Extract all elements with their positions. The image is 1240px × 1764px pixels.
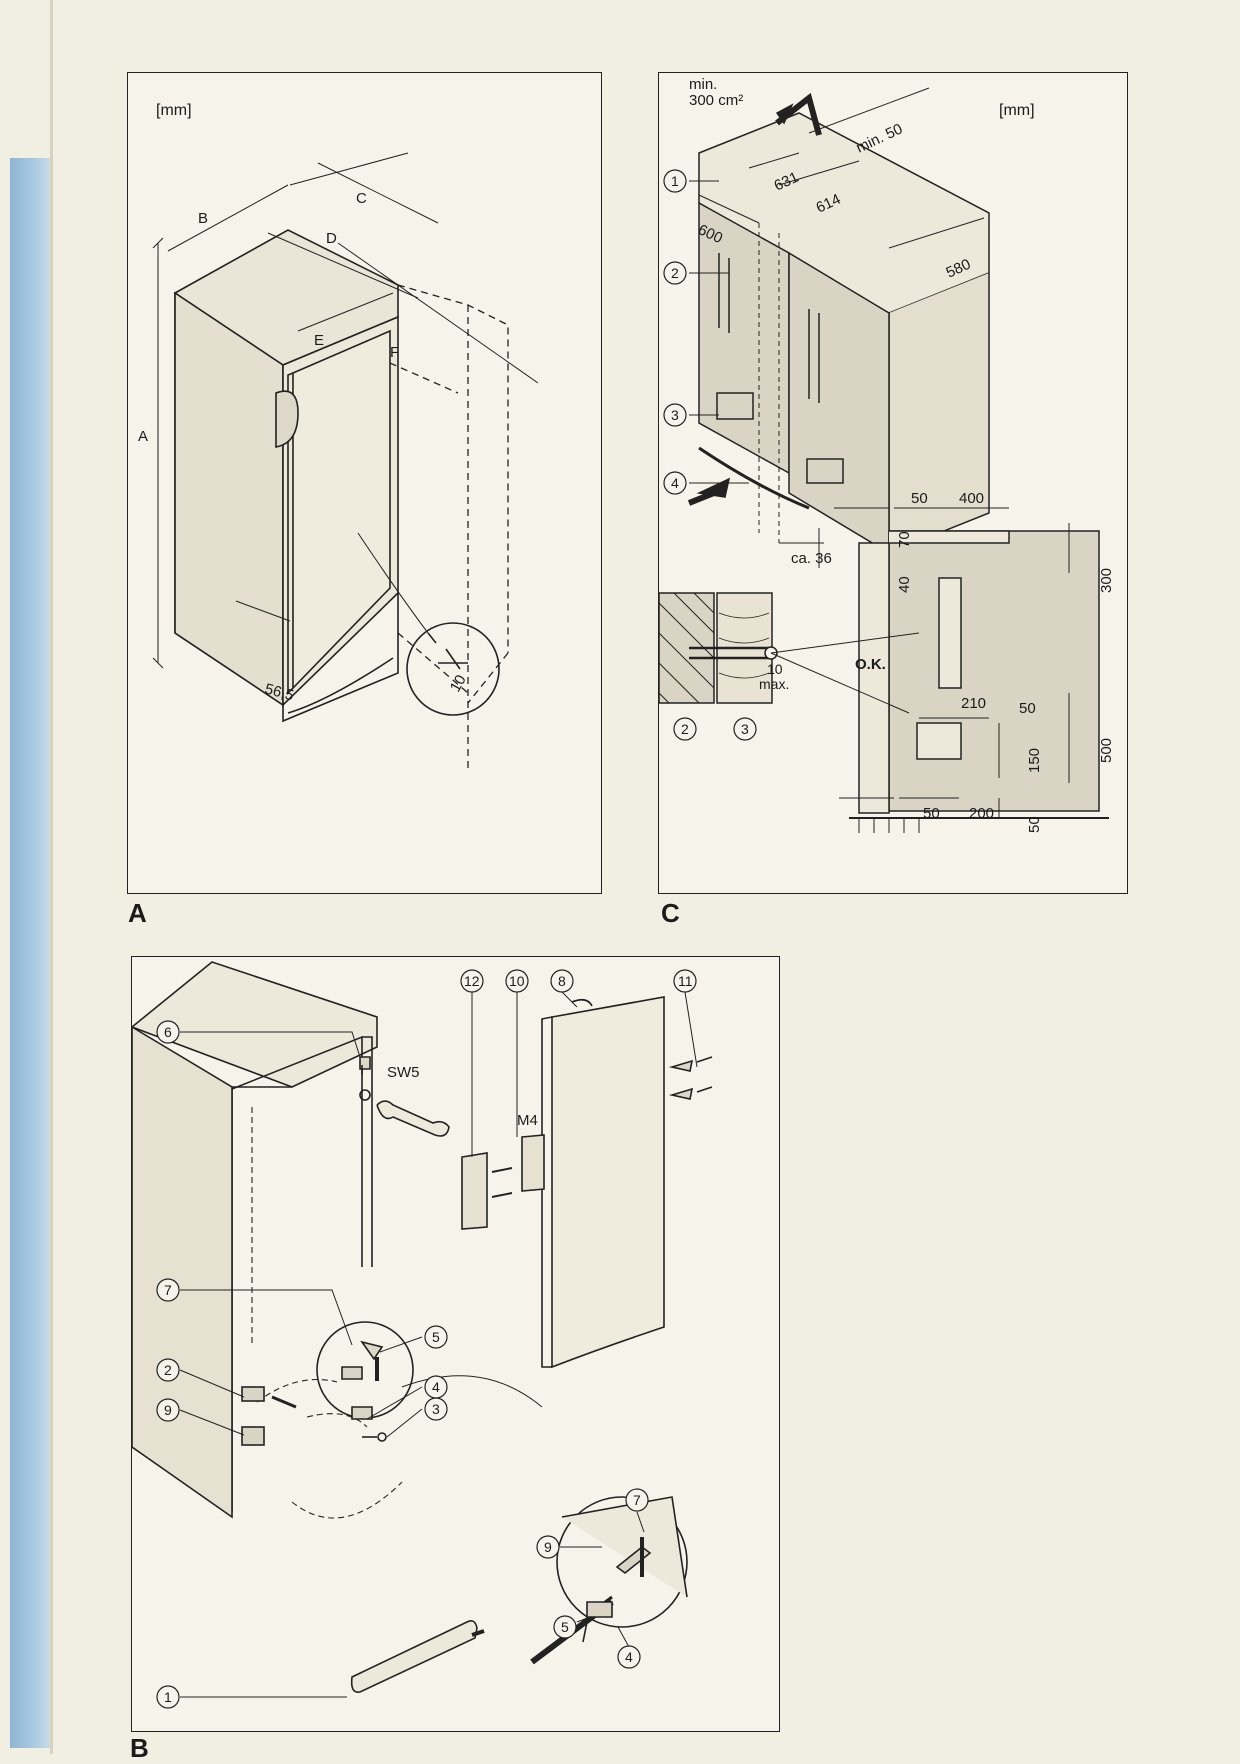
detail-10: 10	[767, 661, 783, 677]
callout-b-7: 7	[164, 1282, 172, 1298]
binding-strip	[10, 158, 50, 1748]
callout-c-4: 4	[671, 475, 679, 491]
elev-210: 210	[961, 695, 986, 712]
detail-callout-3: 3	[741, 721, 749, 737]
callout-b-detail-4: 4	[625, 1649, 633, 1665]
panel-c: 1 2 3 4 2 3 min. 300 cm² [mm] min. 50 63…	[658, 72, 1128, 894]
panel-a-drawing: [mm] A B C D E F 56,5 10	[138, 102, 539, 773]
callout-b-9: 9	[164, 1402, 172, 1418]
detail-callout-2: 2	[681, 721, 689, 737]
binding-edge	[50, 0, 53, 1754]
dim-56-5: 56,5	[263, 680, 296, 704]
callout-b-detail-5: 5	[561, 1619, 569, 1635]
dim-d: D	[326, 230, 337, 247]
callout-b-8: 8	[558, 973, 566, 989]
elev-150: 150	[1026, 748, 1043, 773]
panel-b-drawing: 6 7 2 9 1 5 4 3 12 10 8 11 9 7 5 4 SW5 M…	[132, 961, 713, 1709]
dim-c: C	[356, 190, 367, 207]
dim-min-50: min. 50	[854, 120, 906, 156]
dim-f: F	[390, 344, 399, 361]
panel-a: [mm] A B C D E F 56,5 10	[127, 72, 602, 894]
dim-ca-36: ca. 36	[791, 550, 832, 567]
elev-70: 70	[896, 531, 913, 548]
callout-b-11: 11	[678, 973, 693, 989]
dim-e: E	[314, 332, 324, 349]
elev-500: 500	[1098, 738, 1115, 763]
vent-area: 300 cm²	[689, 92, 743, 109]
detail-max: max.	[759, 676, 789, 692]
panel-c-drawing: 1 2 3 4 2 3 min. 300 cm² [mm] min. 50 63…	[659, 76, 1115, 833]
callout-b-1: 1	[164, 1689, 172, 1705]
callout-b-3: 3	[432, 1401, 440, 1417]
panel-b: 6 7 2 9 1 5 4 3 12 10 8 11 9 7 5 4 SW5 M…	[131, 956, 780, 1732]
panel-a-unit: [mm]	[156, 102, 192, 119]
elev-200: 200	[969, 805, 994, 822]
label-sw5: SW5	[387, 1064, 420, 1081]
elev-50-bottom: 50	[923, 805, 940, 822]
callout-b-4: 4	[432, 1379, 440, 1395]
callout-c-2: 2	[671, 265, 679, 281]
panel-c-letter: C	[661, 898, 680, 928]
vent-min: min.	[689, 76, 717, 93]
dim-b: B	[198, 210, 208, 227]
callout-b-detail-9: 9	[544, 1539, 552, 1555]
callout-b-detail-7: 7	[633, 1492, 641, 1508]
callout-c-3: 3	[671, 407, 679, 423]
dim-a: A	[138, 428, 148, 445]
dim-10: 10	[447, 672, 470, 695]
detail-ok-label: O.K.	[855, 656, 886, 673]
callout-b-2: 2	[164, 1362, 172, 1378]
callout-b-12: 12	[464, 973, 480, 989]
callout-b-10: 10	[509, 973, 525, 989]
elev-50-right: 50	[1026, 816, 1043, 833]
label-m4: M4	[517, 1112, 538, 1129]
panel-a-letter: A	[128, 898, 147, 928]
callout-c-1: 1	[671, 173, 679, 189]
elev-50-top: 50	[911, 490, 928, 507]
elev-50-mid: 50	[1019, 700, 1036, 717]
panel-b-letter: B	[130, 1733, 149, 1763]
elev-400: 400	[959, 490, 984, 507]
panel-c-unit: [mm]	[999, 102, 1035, 119]
elev-300: 300	[1098, 568, 1115, 593]
elev-40: 40	[896, 576, 913, 593]
callout-b-5: 5	[432, 1329, 440, 1345]
callout-b-6: 6	[164, 1024, 172, 1040]
